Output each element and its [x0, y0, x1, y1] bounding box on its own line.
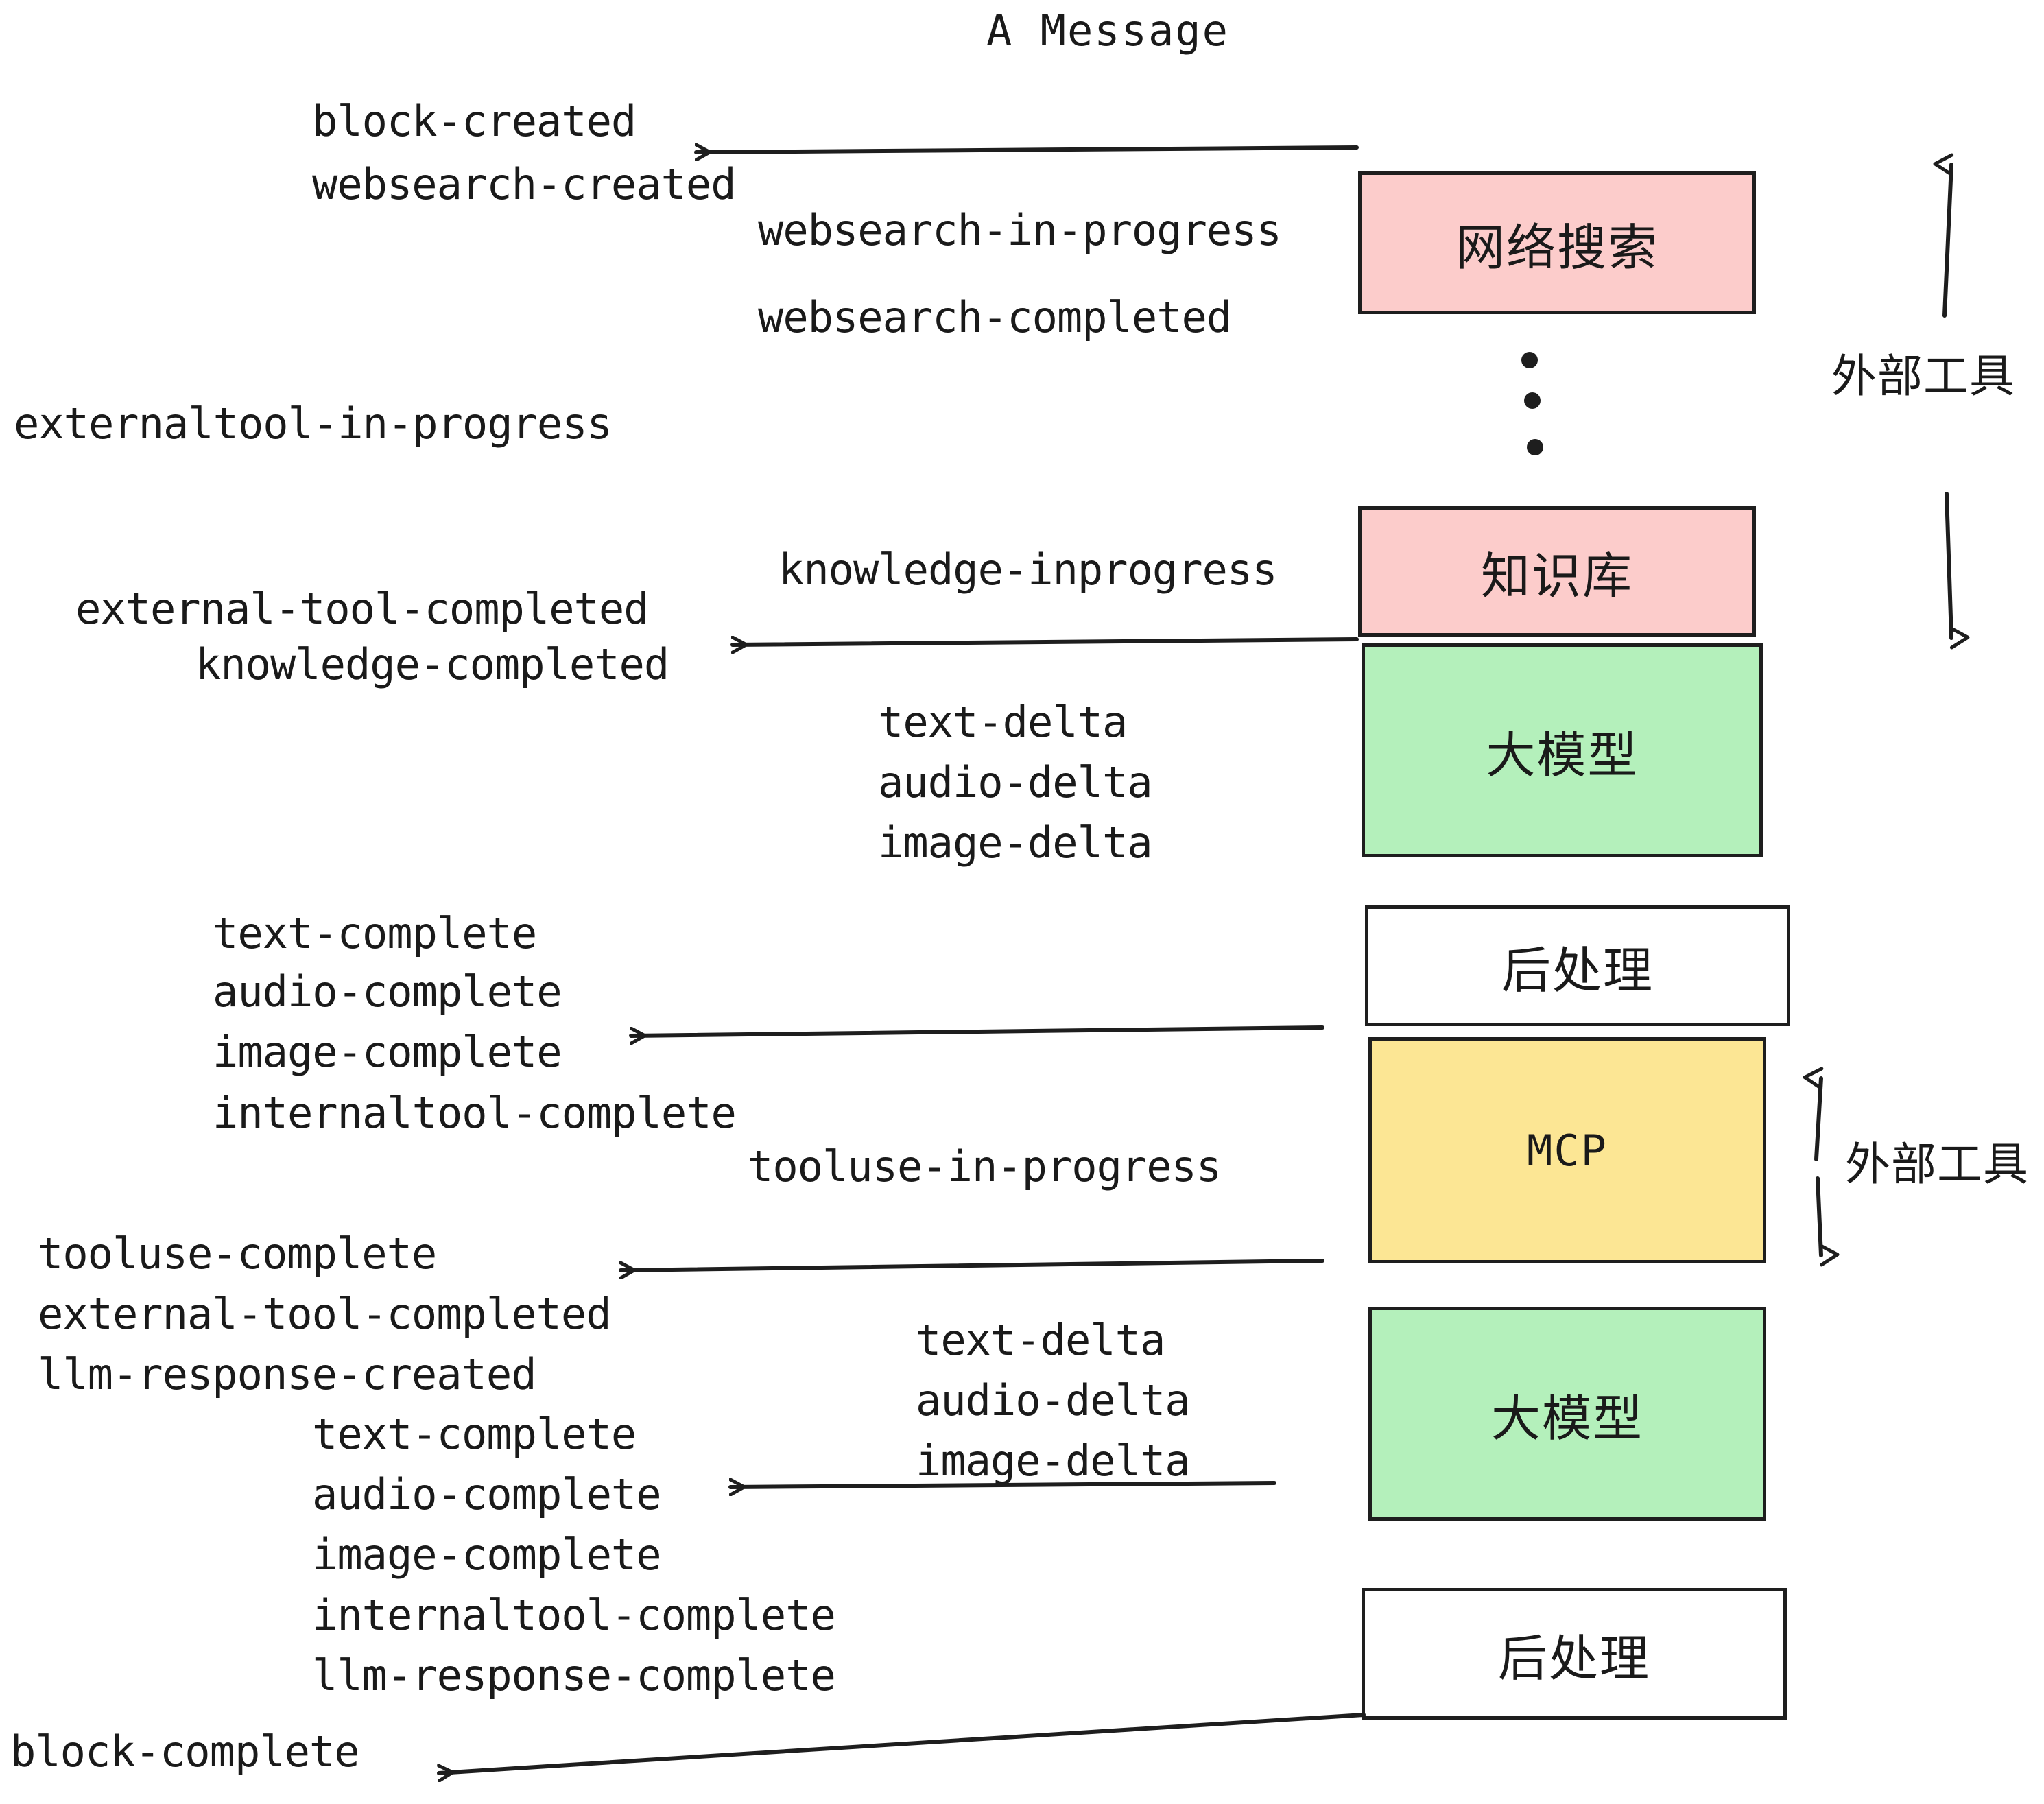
- node-postprocess-2-label: 后处理: [1497, 1629, 1650, 1687]
- node-knowledgebase[interactable]: 知识库: [1358, 506, 1756, 637]
- diagram-title: A Message: [986, 5, 1229, 56]
- side-label-external-tools-top: 外部工具: [1831, 350, 2015, 403]
- node-postprocess-2[interactable]: 后处理: [1362, 1588, 1787, 1720]
- node-mcp[interactable]: MCP: [1368, 1037, 1766, 1263]
- event-text-delta-1: text-delta: [878, 697, 1128, 747]
- side-label-external-tools-bottom: 外部工具: [1845, 1138, 2029, 1191]
- event-tooluse-in-progress: tooluse-in-progress: [748, 1141, 1222, 1191]
- node-mcp-label: MCP: [1527, 1125, 1608, 1176]
- node-knowledgebase-label: 知识库: [1480, 547, 1633, 605]
- event-audio-delta-1: audio-delta: [878, 757, 1153, 807]
- arrow-block-created: [694, 147, 1359, 152]
- node-llm-1-label: 大模型: [1486, 726, 1639, 784]
- arrow-external-tools-top-down: [1945, 492, 1970, 650]
- node-postprocess-1[interactable]: 后处理: [1365, 905, 1790, 1026]
- event-audio-complete-2: audio-complete: [312, 1469, 662, 1519]
- event-llm-response-complete: llm-response-complete: [312, 1650, 836, 1700]
- event-internaltool-complete-1: internaltool-complete: [213, 1088, 737, 1138]
- event-image-complete-1: image-complete: [213, 1027, 562, 1077]
- event-image-delta-1: image-delta: [878, 818, 1153, 868]
- ellipsis-dot-1: [1521, 352, 1538, 368]
- event-websearch-completed: websearch-completed: [758, 292, 1232, 342]
- event-block-created: block-created: [312, 96, 637, 146]
- arrow-block-complete: [437, 1713, 1366, 1773]
- event-knowledge-inprogress: knowledge-inprogress: [779, 545, 1278, 595]
- event-block-complete: block-complete: [10, 1726, 360, 1777]
- event-audio-delta-2: audio-delta: [916, 1375, 1191, 1425]
- event-image-delta-2: image-delta: [916, 1436, 1191, 1486]
- event-websearch-in-progress: websearch-in-progress: [758, 205, 1282, 255]
- event-image-complete-2: image-complete: [312, 1530, 662, 1580]
- ellipsis-dot-2: [1524, 392, 1541, 409]
- event-external-tool-completed-1: external-tool-completed: [75, 584, 650, 634]
- event-llm-response-created: llm-response-created: [38, 1349, 537, 1399]
- arrow-external-tools-top-up: [1933, 153, 1954, 318]
- node-llm-2-label: 大模型: [1490, 1389, 1643, 1447]
- arrow-tooluse-complete: [619, 1259, 1324, 1270]
- event-internaltool-complete-2: internaltool-complete: [312, 1590, 836, 1640]
- node-llm-1[interactable]: 大模型: [1362, 643, 1763, 857]
- event-audio-complete-1: audio-complete: [213, 966, 562, 1017]
- arrow-external-tools-bottom-down: [1816, 1176, 1840, 1267]
- node-websearch[interactable]: 网络搜索: [1358, 171, 1756, 314]
- node-llm-2[interactable]: 大模型: [1368, 1307, 1766, 1521]
- arrow-knowledge-completed: [730, 639, 1359, 645]
- event-text-complete-1: text-complete: [213, 908, 537, 958]
- event-websearch-created: websearch-created: [312, 159, 737, 209]
- ellipsis-dot-3: [1527, 439, 1543, 455]
- node-postprocess-1-label: 后处理: [1501, 941, 1654, 999]
- arrow-image-complete-1: [629, 1025, 1324, 1036]
- event-knowledge-completed: knowledge-completed: [195, 639, 669, 689]
- event-externaltool-in-progress: externaltool-in-progress: [14, 399, 613, 449]
- arrow-external-tools-bottom-up: [1803, 1067, 1824, 1161]
- event-text-complete-2: text-complete: [312, 1409, 637, 1459]
- node-websearch-label: 网络搜索: [1455, 218, 1659, 276]
- event-external-tool-completed-2: external-tool-completed: [38, 1289, 612, 1339]
- event-text-delta-2: text-delta: [916, 1315, 1165, 1365]
- event-tooluse-complete: tooluse-complete: [38, 1229, 437, 1279]
